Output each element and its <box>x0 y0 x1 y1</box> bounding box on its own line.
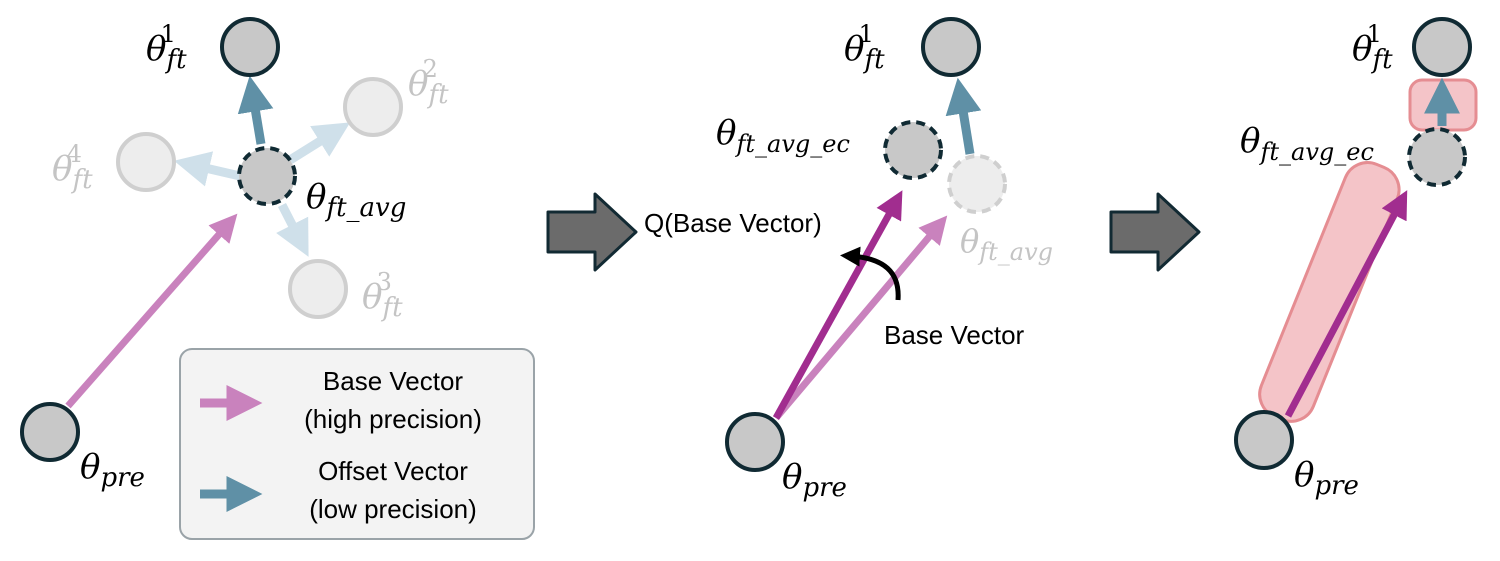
label-ft2: θft2 <box>408 55 449 110</box>
node-ft-avg-ec <box>883 120 943 180</box>
offset-arrow-ft4 <box>173 151 242 187</box>
base-vector-label: Base Vector <box>884 320 1025 350</box>
base-vector-arrow <box>773 215 948 421</box>
legend-base-line2: (high precision) <box>304 404 482 434</box>
node-pre <box>20 402 80 462</box>
label-pre: θpre <box>80 447 145 493</box>
offset-arrow-ft1 <box>945 77 982 155</box>
node-ft-avg-faded <box>947 154 1007 214</box>
node-ft-avg <box>237 146 297 206</box>
label-ft-avg: θft_avg <box>306 177 406 223</box>
legend: Base Vector (high precision) Offset Vect… <box>179 348 535 540</box>
node-ft3 <box>288 259 348 319</box>
panel-2: θft1 θft_avg_ec θft_avg θpre Q(Base Vect… <box>644 17 1053 503</box>
node-ft1 <box>921 17 981 77</box>
q-base-vector-label: Q(Base Vector) <box>644 208 822 238</box>
label-ft3: θft3 <box>362 268 403 323</box>
panel-1: θft1 θft2 θft4 θft3 θft_avg θpre Base Ve… <box>20 17 535 540</box>
offset-arrow-ft2 <box>287 122 351 164</box>
node-pre <box>1234 410 1294 470</box>
label-ft1: θft1 <box>1352 20 1393 75</box>
node-ft1 <box>1412 17 1472 77</box>
legend-offset-line2: (low precision) <box>309 494 477 524</box>
node-ft1 <box>220 17 280 77</box>
quantized-base-vector-arrow <box>1284 190 1408 418</box>
label-ft-avg-ec: θft_avg_ec <box>1240 121 1374 166</box>
node-ft2 <box>343 77 403 137</box>
label-ft1: θft1 <box>146 20 187 75</box>
label-ft-avg: θft_avg <box>960 222 1053 266</box>
legend-offset-line1: Offset Vector <box>318 456 468 486</box>
panel-3: θft1 θft_avg_ec θpre <box>1234 17 1478 501</box>
node-ft4 <box>116 132 176 192</box>
node-ft-avg-ec <box>1407 127 1467 187</box>
legend-base-line1: Base Vector <box>323 366 464 396</box>
label-ft1: θft1 <box>844 20 885 75</box>
base-highlight-box <box>1258 161 1401 423</box>
rotation-arrow <box>840 246 901 301</box>
legend-box <box>179 348 535 540</box>
label-pre: θpre <box>782 457 847 503</box>
base-vector-arrow <box>65 213 238 409</box>
label-ft4: θft4 <box>52 140 93 195</box>
step-arrow-2 <box>1109 192 1201 272</box>
step-arrow-1 <box>546 192 638 272</box>
node-pre <box>725 412 785 472</box>
offset-arrow-ft1 <box>237 75 274 145</box>
label-pre: θpre <box>1294 455 1359 501</box>
label-ft-avg-ec: θft_avg_ec <box>716 113 850 158</box>
quantized-base-vector-arrow <box>772 190 903 420</box>
offset-arrow-ft3 <box>276 202 309 257</box>
